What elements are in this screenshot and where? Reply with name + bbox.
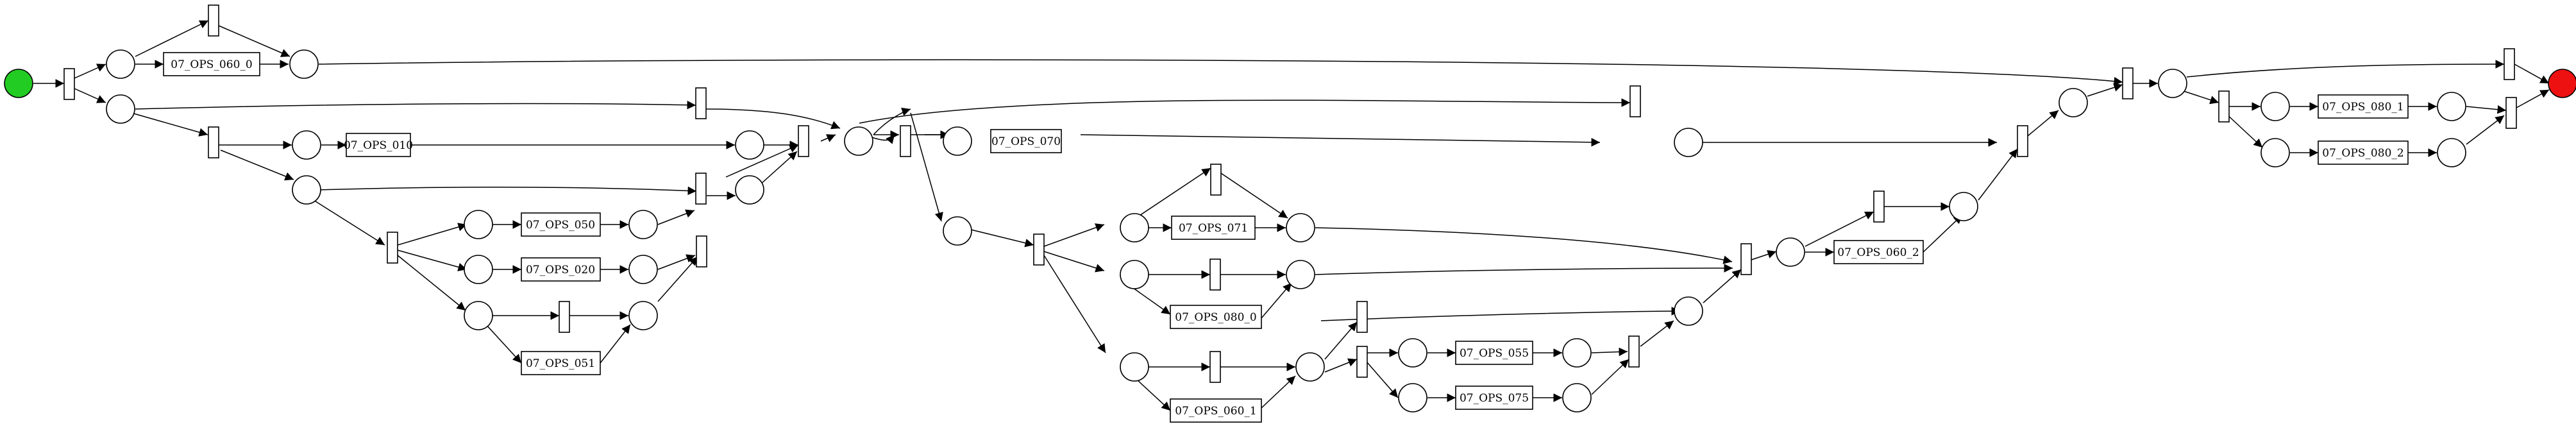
transition-07-ops-071: 07_OPS_071 [1171, 216, 1256, 240]
place [464, 255, 493, 284]
place [106, 94, 135, 124]
transition-07-ops-050: 07_OPS_050 [521, 212, 601, 237]
silent-transition [900, 125, 911, 157]
silent-transition [1873, 191, 1885, 223]
place [2437, 92, 2466, 121]
transition-label: 07_OPS_060_2 [1837, 246, 1919, 259]
transition-07-ops-080-1: 07_OPS_080_1 [2318, 94, 2409, 119]
silent-transition [695, 87, 707, 119]
silent-transition [559, 301, 570, 333]
silent-transition [2122, 67, 2134, 99]
place [735, 175, 764, 205]
transition-07-ops-060-2: 07_OPS_060_2 [1833, 240, 1924, 264]
place [735, 130, 764, 160]
silent-transition [2017, 125, 2028, 157]
place [1674, 128, 1703, 157]
transition-label: 07_OPS_071 [1179, 222, 1248, 235]
place [1398, 383, 1427, 412]
silent-transition [1210, 164, 1222, 196]
place [292, 130, 321, 160]
transition-07-ops-060-1: 07_OPS_060_1 [1170, 398, 1262, 423]
place [1674, 296, 1703, 326]
transition-label: 07_OPS_080_1 [2322, 101, 2403, 114]
place [628, 301, 658, 330]
silent-transition [2504, 48, 2515, 80]
place [2437, 138, 2466, 167]
transition-label: 07_OPS_060_0 [171, 58, 252, 71]
transition-07-ops-020: 07_OPS_020 [521, 257, 601, 282]
place [943, 126, 972, 156]
transition-07-ops-070: 07_OPS_070 [990, 129, 1062, 153]
transition-07-ops-060-0: 07_OPS_060_0 [163, 52, 260, 76]
place [2260, 92, 2290, 121]
transition-07-ops-051: 07_OPS_051 [521, 351, 601, 375]
transition-label: 07_OPS_050 [526, 219, 595, 232]
silent-transition [1356, 346, 1368, 378]
transition-label: 07_OPS_080_0 [1175, 311, 1256, 324]
place [628, 255, 658, 284]
silent-transition [695, 173, 707, 205]
place [1286, 260, 1315, 289]
transition-07-ops-080-0: 07_OPS_080_0 [1170, 305, 1262, 329]
start-place [4, 69, 33, 98]
place [844, 126, 873, 156]
transition-07-ops-055: 07_OPS_055 [1455, 341, 1533, 365]
place [2058, 88, 2088, 117]
silent-transition [63, 68, 75, 100]
place [628, 210, 658, 239]
place [292, 175, 321, 205]
place [1562, 383, 1592, 412]
silent-transition [696, 235, 707, 267]
silent-transition [2505, 97, 2517, 129]
transition-label: 07_OPS_051 [526, 357, 595, 370]
transition-07-ops-010: 07_OPS_010 [344, 133, 413, 157]
silent-transition [798, 125, 809, 157]
silent-transition [1629, 85, 1641, 117]
place [1776, 237, 1805, 267]
places [4, 49, 2576, 412]
silent-transition [1209, 259, 1221, 291]
place [1949, 192, 1978, 221]
place [1286, 213, 1315, 242]
transition-label: 07_OPS_070 [991, 135, 1061, 148]
place [289, 49, 319, 79]
place [1120, 352, 1149, 382]
place [943, 216, 972, 246]
place [1120, 213, 1149, 242]
transition-label: 07_OPS_060_1 [1175, 405, 1256, 418]
place [1295, 352, 1325, 382]
labelled-transitions: 07_OPS_060_0 07_OPS_010 07_OPS_050 07_OP… [163, 52, 2409, 423]
silent-transition [1628, 335, 1640, 368]
transition-07-ops-075: 07_OPS_075 [1455, 386, 1533, 410]
transition-label: 07_OPS_080_2 [2322, 147, 2403, 160]
place [2158, 69, 2187, 98]
end-place [2548, 69, 2576, 98]
place [464, 210, 493, 239]
silent-transition [1740, 243, 1752, 275]
place [1562, 338, 1592, 368]
silent-transition [208, 126, 219, 158]
silent-transition [1033, 233, 1045, 266]
transition-label: 07_OPS_020 [526, 264, 595, 276]
silent-transition [1356, 301, 1368, 333]
silent-transition [387, 232, 398, 264]
place [106, 49, 135, 79]
transition-label: 07_OPS_055 [1460, 347, 1529, 360]
silent-transition [2218, 90, 2230, 123]
place [1398, 338, 1427, 368]
silent-transition [208, 4, 219, 37]
silent-transition [1209, 351, 1221, 383]
transition-label: 07_OPS_010 [344, 139, 413, 152]
place [464, 301, 493, 330]
transition-label: 07_OPS_075 [1460, 392, 1529, 405]
place [1120, 260, 1149, 289]
silent-transitions [63, 4, 2517, 383]
transition-07-ops-080-2: 07_OPS_080_2 [2318, 140, 2409, 165]
place [2260, 138, 2290, 167]
